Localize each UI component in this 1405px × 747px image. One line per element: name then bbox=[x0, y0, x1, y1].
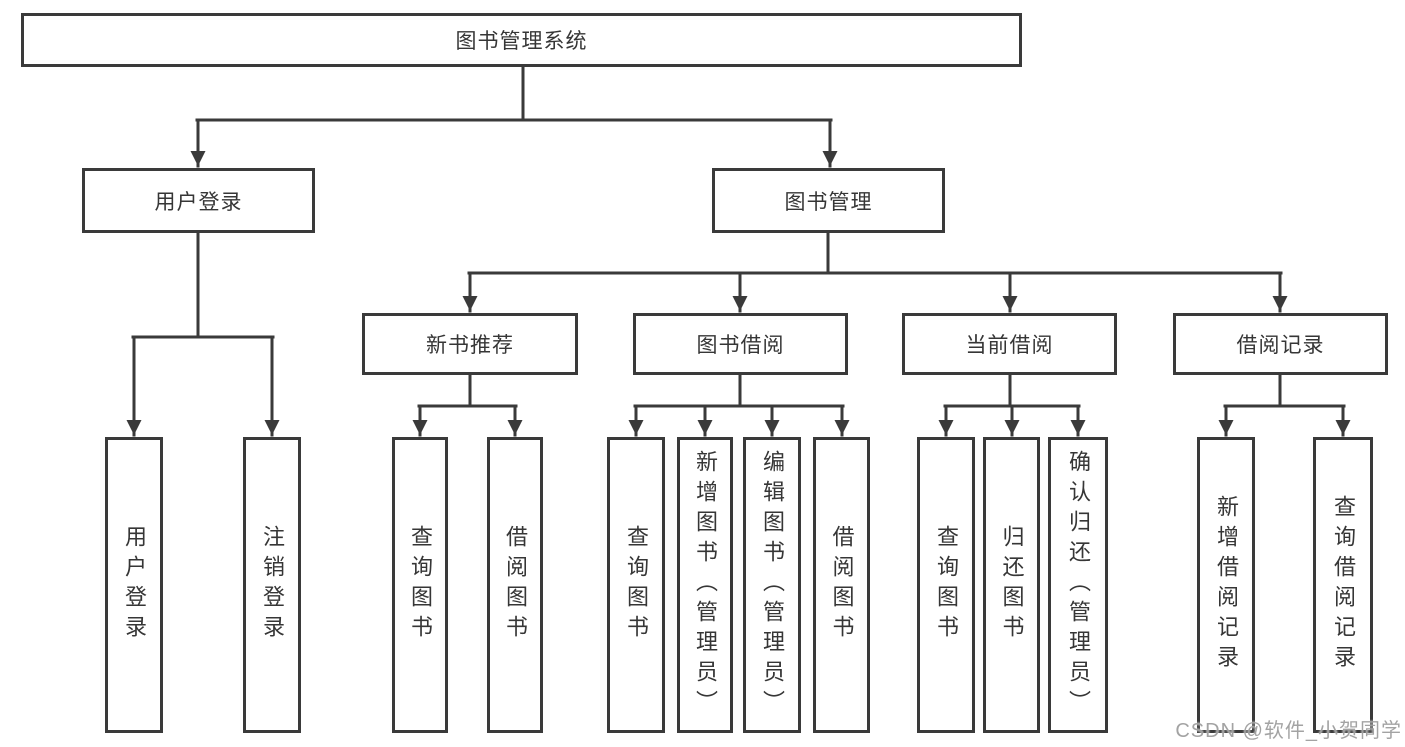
leaf-add-book-admin: 新增图书（管理员） bbox=[677, 437, 733, 733]
leaf-add-borrow-record: 新增借阅记录 bbox=[1197, 437, 1255, 733]
leaf-user-login: 用户登录 bbox=[105, 437, 163, 733]
node-library-management-system: 图书管理系统 bbox=[21, 13, 1022, 67]
leaf-return-book: 归还图书 bbox=[983, 437, 1040, 733]
leaf-confirm-return-admin: 确认归还（管理员） bbox=[1048, 437, 1108, 733]
leaf-edit-book-admin: 编辑图书（管理员） bbox=[743, 437, 801, 733]
node-book-borrowing: 图书借阅 bbox=[633, 313, 848, 375]
leaf-query-borrow-record: 查询借阅记录 bbox=[1313, 437, 1373, 733]
leaf-query-books-borrowing: 查询图书 bbox=[607, 437, 665, 733]
leaf-logout: 注销登录 bbox=[243, 437, 301, 733]
node-user-login: 用户登录 bbox=[82, 168, 315, 233]
node-current-borrowing: 当前借阅 bbox=[902, 313, 1117, 375]
watermark: CSDN @软件_小贺同学 bbox=[1175, 720, 1402, 742]
leaf-query-books-current: 查询图书 bbox=[917, 437, 975, 733]
node-borrowing-records: 借阅记录 bbox=[1173, 313, 1388, 375]
node-book-management: 图书管理 bbox=[712, 168, 945, 233]
node-new-book-recommendation: 新书推荐 bbox=[362, 313, 578, 375]
leaf-query-books-recommend: 查询图书 bbox=[392, 437, 448, 733]
leaf-borrow-books-recommend: 借阅图书 bbox=[487, 437, 543, 733]
leaf-borrow-books-borrowing: 借阅图书 bbox=[813, 437, 870, 733]
